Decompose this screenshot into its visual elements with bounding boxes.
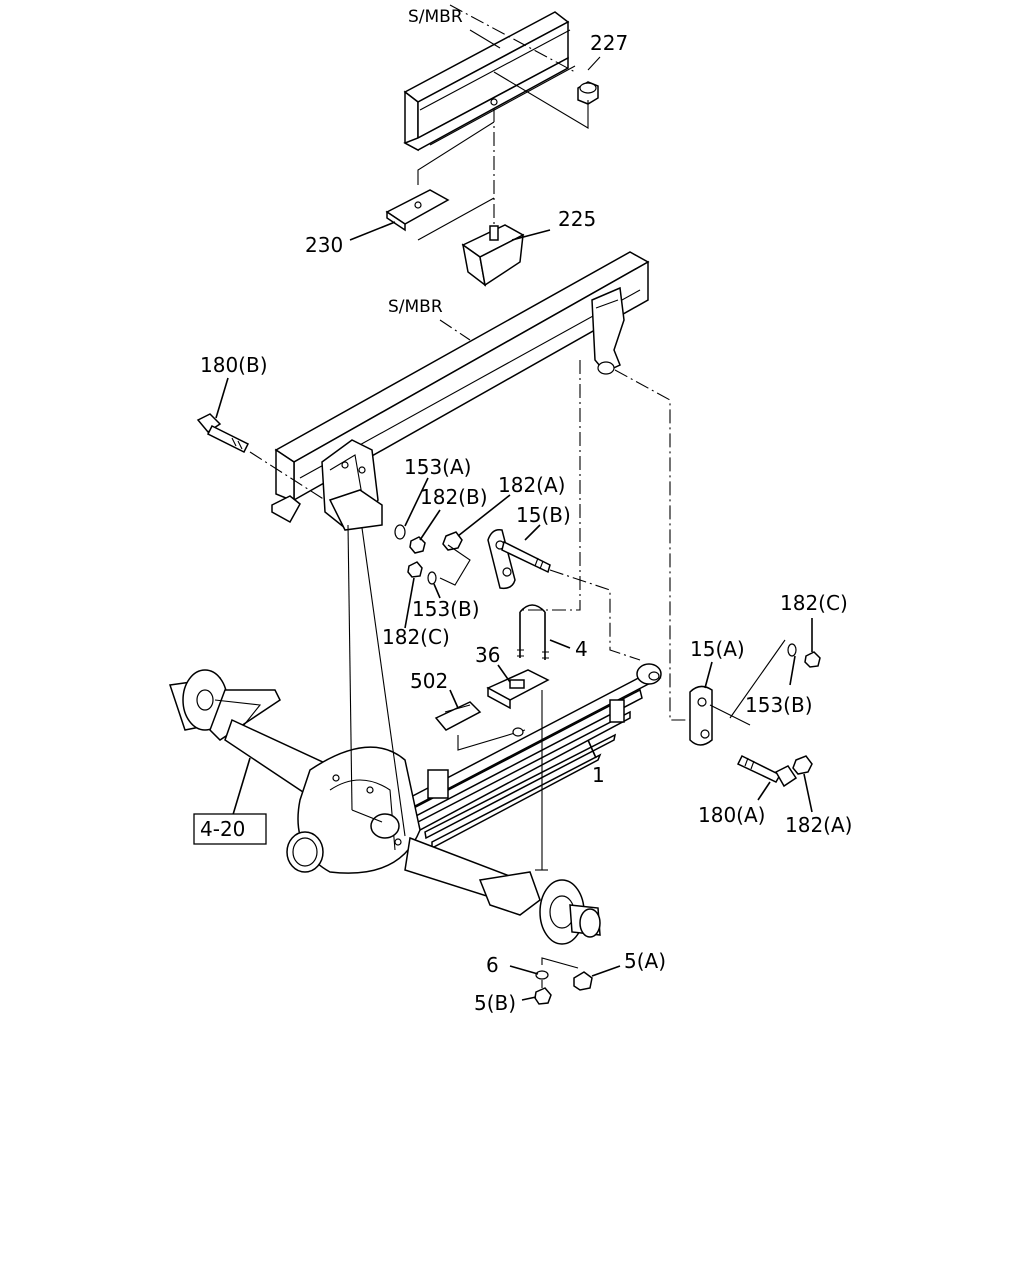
rear-axle-housing: [169, 669, 601, 945]
label-230: 230: [305, 233, 343, 257]
plate-36: [486, 669, 550, 710]
clip-502: [434, 701, 482, 731]
plate-230: [385, 189, 450, 232]
leaf-spring-1: [403, 663, 662, 850]
label-180b: 180(B): [200, 353, 268, 377]
label-4: 4: [575, 637, 588, 661]
label-smbr-mid: S/MBR: [388, 297, 443, 317]
label-225: 225: [558, 207, 596, 231]
label-153a: 153(A): [404, 455, 471, 479]
label-15b: 15(B): [516, 503, 571, 527]
label-502: 502: [410, 669, 448, 693]
label-6: 6: [486, 953, 499, 977]
label-ref-4-20: 4-20: [200, 817, 245, 841]
label-15a: 15(A): [690, 637, 745, 661]
label-5b: 5(B): [474, 991, 516, 1015]
label-1: 1: [592, 763, 605, 787]
washer-153a: [394, 524, 406, 540]
label-227: 227: [590, 31, 628, 55]
nut-227: [577, 81, 599, 105]
nut-182c-left: [407, 561, 423, 578]
label-182b: 182(B): [420, 485, 488, 509]
label-5a: 5(A): [624, 949, 666, 973]
washer-153b-left: [427, 571, 437, 585]
nut-182a-top: [442, 531, 463, 551]
u-bolt-4: [517, 604, 549, 660]
shackle-15b: [487, 528, 551, 590]
label-182c-left: 182(C): [382, 625, 450, 649]
label-36: 36: [475, 643, 500, 667]
rear-shackle-bracket: [591, 286, 625, 375]
reference-box-4-20[interactable]: 4-20: [193, 813, 267, 845]
label-153b-right: 153(B): [745, 693, 813, 717]
washer-153b-right: [787, 643, 797, 657]
label-smbr-top: S/MBR: [408, 7, 463, 27]
stopper-225: [461, 224, 525, 287]
bolt-180a: [736, 754, 798, 788]
label-182a-top: 182(A): [498, 473, 565, 497]
label-182c-right: 182(C): [780, 591, 848, 615]
washer-6: [535, 970, 549, 980]
nut-182a-bottom: [792, 755, 813, 775]
front-spring-hanger: [321, 439, 383, 531]
shackle-15a: [689, 685, 713, 746]
label-180a: 180(A): [698, 803, 765, 827]
label-182a-bottom: 182(A): [785, 813, 852, 837]
nut-182b: [409, 536, 426, 554]
main-side-member: [271, 251, 650, 524]
nut-5a: [573, 971, 593, 991]
upper-side-member: [403, 11, 576, 152]
nut-5b: [534, 987, 552, 1005]
label-153b-left: 153(B): [412, 597, 480, 621]
nut-182c-right: [804, 651, 821, 668]
bolt-180b: [196, 413, 250, 454]
